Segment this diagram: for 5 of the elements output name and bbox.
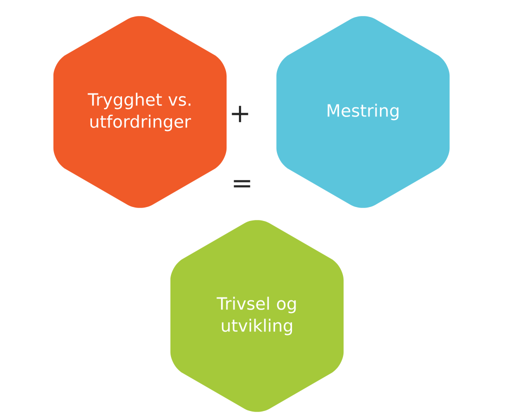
operator-sign: + bbox=[232, 106, 248, 122]
operator-sign: = bbox=[234, 180, 250, 188]
hexagon: Mestring bbox=[276, 16, 450, 208]
hexagon: Trivsel og utvikling bbox=[170, 220, 344, 412]
hexagon: Trygghet vs. utfordringer bbox=[53, 16, 227, 208]
